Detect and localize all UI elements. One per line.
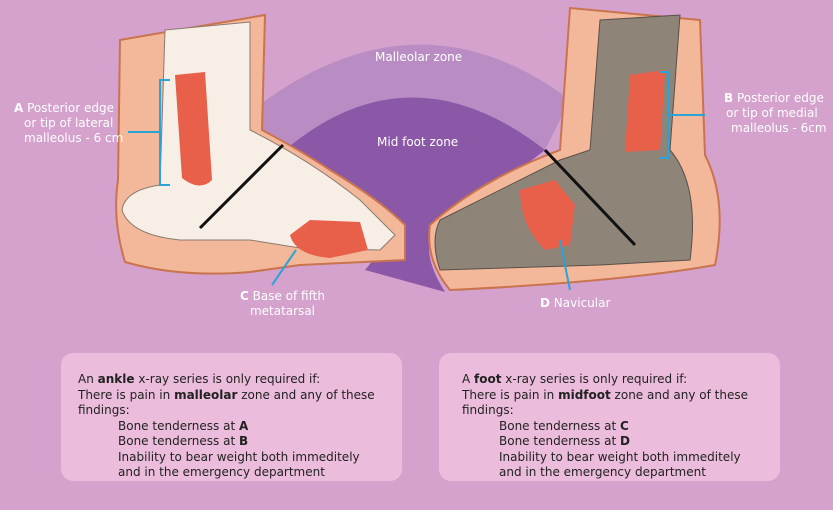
finding-text: and in the emergency department — [499, 465, 706, 479]
rule-text: x-ray series is only required if: — [134, 372, 321, 386]
label-letter: A — [14, 101, 24, 115]
finding-letter: D — [619, 434, 630, 448]
malleolar-zone-label: Malleolar zone — [375, 50, 463, 64]
finding-text: and in the emergency department — [118, 465, 325, 479]
label-letter: B — [724, 91, 734, 105]
label-text: Navicular — [553, 296, 611, 310]
foot-xray-rule-box: A foot x-ray series is only required if:… — [439, 353, 780, 481]
label-text: metatarsal — [249, 304, 315, 318]
bracket-b — [660, 71, 705, 159]
finding-text: Bone tenderness at — [499, 418, 620, 433]
rule-text: There is pain in — [462, 387, 559, 402]
label-a: A Posterior edge or tip of lateral malle… — [14, 101, 123, 146]
rule-text: An — [78, 372, 98, 386]
label-text: or tip of medial — [726, 106, 818, 120]
label-letter: C — [240, 289, 249, 303]
finding-text: Inability to bear weight both immeditely — [118, 449, 360, 464]
label-letter: D — [540, 296, 550, 310]
finding-text: Bone tenderness at — [118, 434, 239, 448]
label-text: Posterior edge — [736, 91, 824, 105]
rule-emphasis: midfoot — [558, 387, 611, 402]
label-d: D Navicular — [540, 296, 610, 311]
left-zone-divider — [198, 143, 285, 230]
ankle-xray-rule-box: An ankle x-ray series is only required i… — [61, 353, 402, 481]
right-zone-divider — [543, 148, 637, 247]
finding-letter: A — [238, 418, 249, 433]
finding-text: Bone tenderness at — [499, 434, 620, 448]
finding-text: Bone tenderness at — [118, 418, 239, 433]
rule-emphasis: ankle — [97, 372, 135, 386]
finding-text: Inability to bear weight both immeditely — [499, 449, 741, 464]
right-tenderness-b — [625, 70, 665, 152]
rule-text: zone and any of these findings: — [462, 387, 748, 418]
bracket-a — [128, 79, 170, 186]
rule-text: A — [462, 372, 475, 386]
finding-letter: C — [619, 418, 629, 433]
rule-text: There is pain in — [78, 387, 175, 402]
label-text: Base of fifth — [252, 289, 325, 303]
label-text: malleolus - 6cm — [731, 121, 827, 135]
rule-text: x-ray series is only required if: — [501, 372, 688, 386]
pointer-d — [559, 239, 571, 291]
label-b: B Posterior edge or tip of medial malleo… — [724, 91, 827, 136]
label-text: malleolus - 6 cm — [24, 131, 124, 145]
rule-text: zone and any of these findings: — [78, 387, 375, 418]
rule-emphasis: foot — [474, 372, 502, 386]
right-foot-bones — [434, 14, 693, 271]
label-c: C Base of fifth metatarsal — [240, 289, 325, 319]
left-tenderness-c — [290, 220, 368, 258]
right-tenderness-d — [520, 180, 575, 250]
rule-emphasis: malleolar — [174, 387, 238, 402]
midfoot-zone — [285, 97, 545, 292]
midfoot-zone-label: Mid foot zone — [377, 135, 459, 149]
label-text: or tip of lateral — [24, 116, 114, 130]
pointer-c — [271, 249, 297, 286]
finding-letter: B — [238, 434, 249, 448]
left-tenderness-a — [175, 72, 212, 186]
label-text: Posterior edge — [27, 101, 114, 115]
